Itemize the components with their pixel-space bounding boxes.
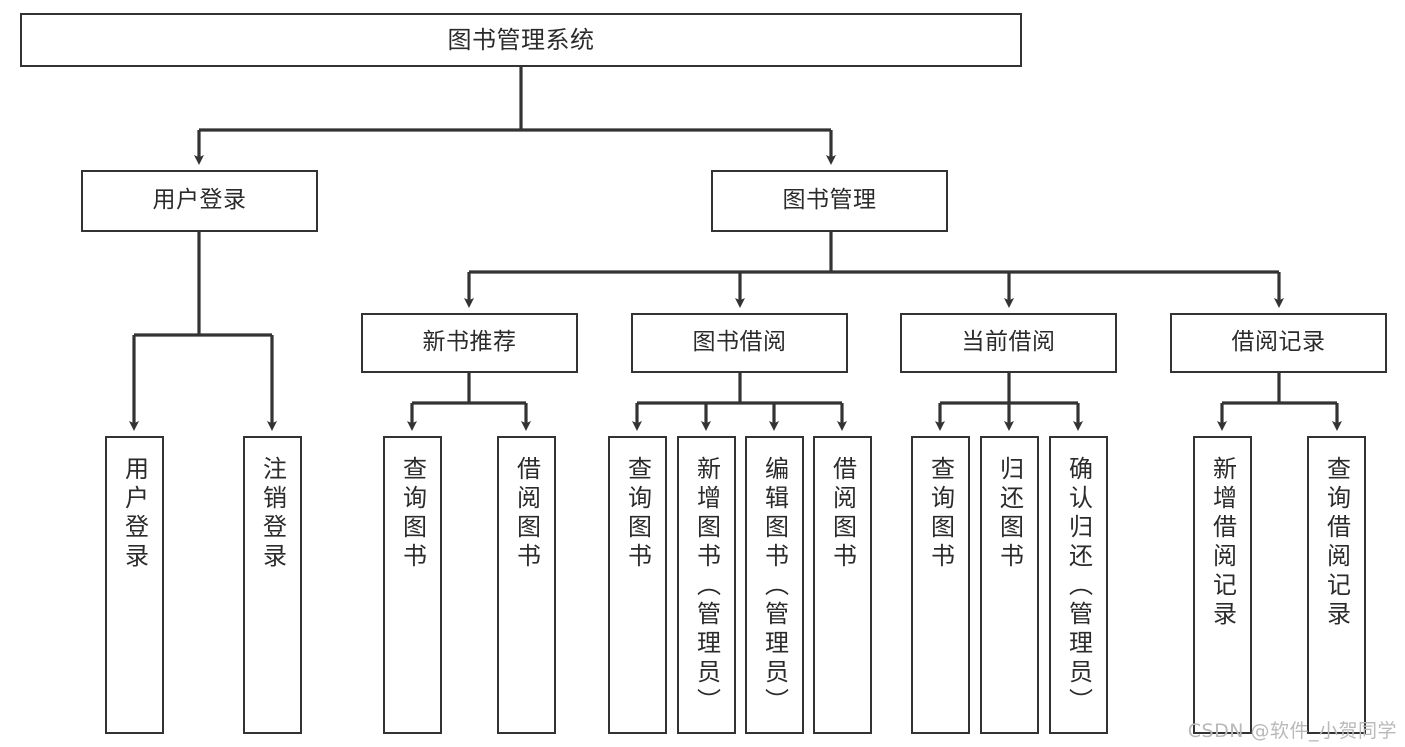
node-leaf-edit-book-admin[interactable]: 编辑图书（管理员） [745, 436, 804, 734]
node-label: 图书借阅 [692, 329, 787, 356]
csdn-watermark: CSDN @软件_小贺同学 [1187, 720, 1397, 742]
node-leaf-query-book-current[interactable]: 查询图书 [911, 436, 970, 734]
node-label: 查询图书 [926, 456, 955, 572]
node-leaf-borrow-book-recommend[interactable]: 借阅图书 [497, 436, 556, 734]
node-borrow-record[interactable]: 借阅记录 [1170, 313, 1387, 373]
node-leaf-add-borrow-record[interactable]: 新增借阅记录 [1193, 436, 1252, 734]
node-leaf-borrow-book[interactable]: 借阅图书 [813, 436, 872, 734]
node-leaf-add-book-admin[interactable]: 新增图书（管理员） [677, 436, 736, 734]
node-label: 查询借阅记录 [1322, 456, 1351, 630]
node-label: 查询图书 [398, 456, 427, 572]
node-label: 用户登录 [120, 456, 149, 572]
node-leaf-query-book-recommend[interactable]: 查询图书 [383, 436, 442, 734]
node-label: 编辑图书（管理员） [760, 456, 789, 717]
node-book-management[interactable]: 图书管理 [711, 170, 948, 232]
node-leaf-return-book[interactable]: 归还图书 [980, 436, 1039, 734]
node-label: 注销登录 [258, 456, 287, 572]
node-label: 查询图书 [623, 456, 652, 572]
node-label: 图书管理 [782, 187, 877, 214]
node-leaf-user-login[interactable]: 用户登录 [105, 436, 164, 734]
node-label: 新增借阅记录 [1208, 456, 1237, 630]
node-label: 新书推荐 [422, 329, 517, 356]
node-label: 借阅图书 [828, 456, 857, 572]
node-label: 当前借阅 [961, 329, 1056, 356]
node-label: 借阅图书 [512, 456, 541, 572]
node-leaf-user-logout[interactable]: 注销登录 [243, 436, 302, 734]
node-user-login[interactable]: 用户登录 [81, 170, 318, 232]
node-label: 新增图书（管理员） [692, 456, 721, 717]
node-leaf-query-borrow-record[interactable]: 查询借阅记录 [1307, 436, 1366, 734]
node-label: 确认归还（管理员） [1064, 456, 1093, 717]
node-new-book-recommend[interactable]: 新书推荐 [361, 313, 578, 373]
node-leaf-query-book-borrow[interactable]: 查询图书 [608, 436, 667, 734]
node-leaf-confirm-return-admin[interactable]: 确认归还（管理员） [1049, 436, 1108, 734]
node-label: 归还图书 [995, 456, 1024, 572]
node-book-borrow[interactable]: 图书借阅 [631, 313, 848, 373]
node-label: 用户登录 [152, 187, 247, 214]
node-label: 图书管理系统 [447, 25, 595, 54]
node-label: 借阅记录 [1231, 329, 1326, 356]
node-root-book-management-system[interactable]: 图书管理系统 [20, 13, 1022, 67]
node-current-borrow[interactable]: 当前借阅 [900, 313, 1117, 373]
